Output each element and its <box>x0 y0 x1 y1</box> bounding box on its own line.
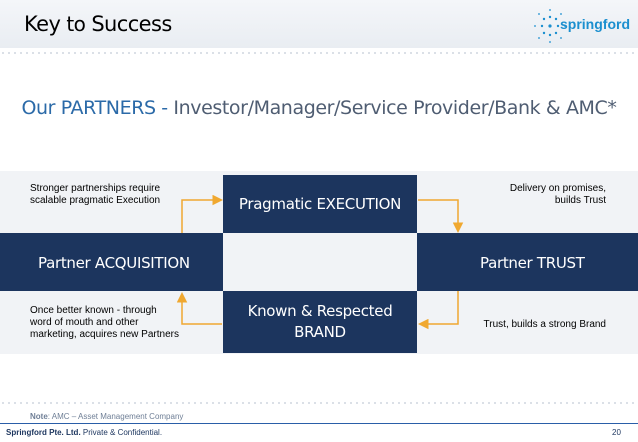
note-top-left-line1: Stronger partnerships require <box>30 183 161 194</box>
note-bottom-right: Trust, builds a strong Brand <box>483 319 606 330</box>
arrow-trust-to-brand <box>418 291 459 330</box>
note-top-right-line2: builds Trust <box>554 195 606 206</box>
execution-label: Pragmatic EXECUTION <box>238 195 402 213</box>
note-top-left: Stronger partnerships require scalable p… <box>30 183 160 207</box>
dotted-divider <box>0 50 638 56</box>
note-bottom-left: Once better known - through word of mout… <box>30 305 179 341</box>
springford-logo-icon <box>534 9 566 43</box>
dotted-divider-bottom <box>0 400 638 406</box>
footer-rule <box>0 423 638 424</box>
acquisition-label: Partner ACQUISITION <box>38 254 190 272</box>
page-number: 20 <box>612 428 621 437</box>
note-bottom-left-line1: Once better known - through <box>30 305 157 316</box>
brand-box: Known & Respected BRAND <box>223 291 417 353</box>
note-top-left-line2: scalable pragmatic Execution <box>30 195 161 206</box>
logo-wordmark: springford <box>560 16 630 32</box>
note-top-right: Delivery on promises, builds Trust <box>510 183 606 207</box>
partners-heading: Our PARTNERS - Investor/Manager/Service … <box>0 97 638 119</box>
footer-confidential: Private & Confidential. <box>80 428 163 437</box>
center-gap <box>223 233 417 291</box>
footnote: Note: AMC – Asset Management Company <box>30 412 183 421</box>
brand-label-line1: Known & Respected <box>247 302 393 320</box>
arrow-execution-to-trust <box>418 199 464 233</box>
note-top-right-line1: Delivery on promises, <box>509 183 606 194</box>
footnote-text: : AMC – Asset Management Company <box>47 412 184 421</box>
footnote-label: Note <box>30 412 48 421</box>
title-to: to <box>66 12 86 36</box>
slide-title: Key to Success <box>24 12 172 36</box>
execution-box: Pragmatic EXECUTION <box>223 175 417 233</box>
footer-company-name: Springford Pte. Ltd. <box>6 428 81 437</box>
header-band <box>0 0 638 48</box>
note-bottom-left-line2: word of mouth and other <box>30 317 139 328</box>
arrow-acquisition-to-execution <box>181 194 223 233</box>
footer-company: Springford Pte. Ltd. Private & Confident… <box>6 428 162 437</box>
trust-label: Partner TRUST <box>480 254 585 272</box>
brand-label-line2: BRAND <box>294 323 346 341</box>
title-success: Success <box>91 12 172 36</box>
title-key: Key <box>24 12 61 36</box>
partners-lead: Our PARTNERS - <box>21 97 168 119</box>
arrow-brand-to-acquisition <box>176 292 222 325</box>
note-bottom-left-line3: marketing, acquires new Partners <box>30 329 179 340</box>
partners-list: Investor/Manager/Service Provider/Bank &… <box>167 97 617 119</box>
